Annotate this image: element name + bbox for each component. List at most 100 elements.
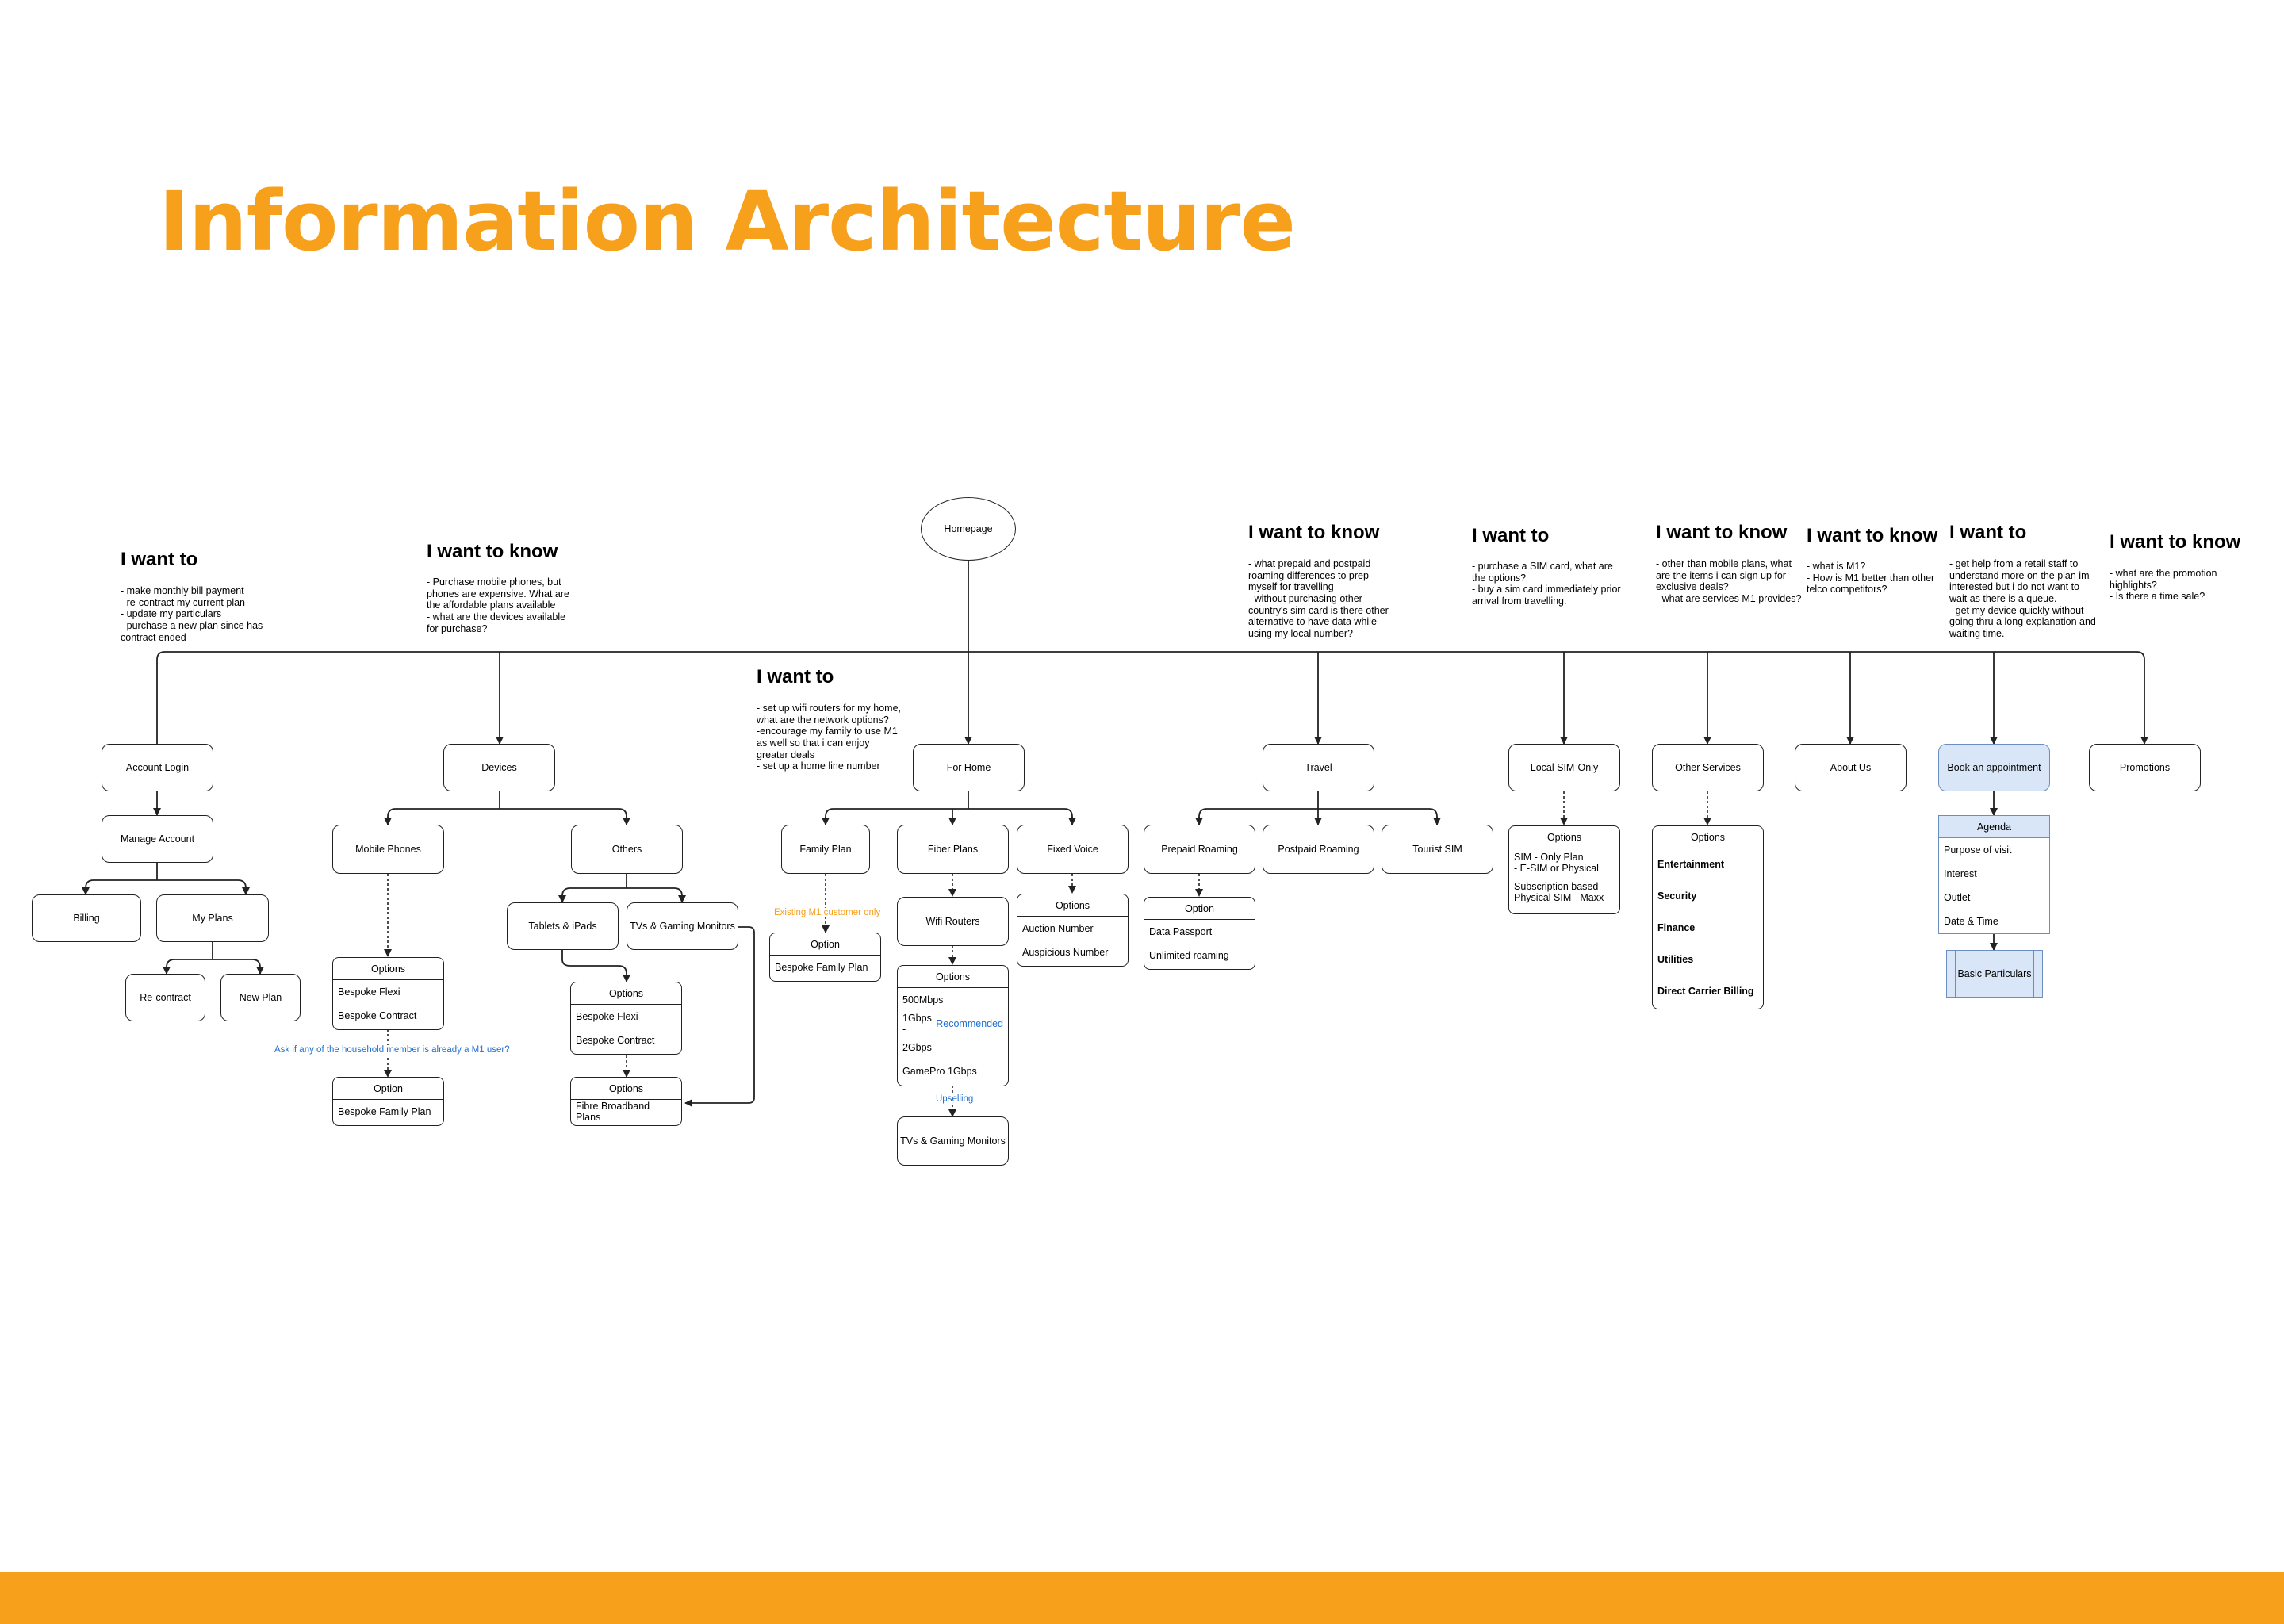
list-item: SIM - Only Plan - E-SIM or Physical — [1514, 851, 1599, 874]
list-item: Utilities — [1657, 954, 1694, 965]
list-header: Option — [1144, 898, 1255, 920]
list-sim-options: Options SIM - Only Plan - E-SIM or Physi… — [1508, 825, 1620, 914]
option-text: 1Gbps - — [902, 1013, 932, 1035]
node-promotions: Promotions — [2089, 744, 2201, 791]
recommended-tag: Recommended — [936, 1018, 1003, 1029]
node-tablets-ipads: Tablets & iPads — [507, 902, 619, 950]
list-item: Finance — [1657, 922, 1696, 933]
list-item: Purpose of visit — [1944, 845, 2012, 856]
list-item: Bespoke Family Plan — [775, 962, 868, 973]
goal-text-about: - what is M1? - How is M1 better than ot… — [1807, 561, 1935, 596]
node-mobile-phones: Mobile Phones — [332, 825, 444, 874]
label-existing-customer: Existing M1 customer only — [774, 908, 881, 917]
node-other-services: Other Services — [1652, 744, 1764, 791]
node-basic-particulars: Basic Particulars — [1946, 950, 2043, 998]
list-item: Fibre Broadband Plans — [576, 1101, 650, 1123]
node-fixed-voice: Fixed Voice — [1017, 825, 1129, 874]
list-agenda: Agenda Purpose of visit Interest Outlet … — [1938, 815, 2050, 934]
list-fibre-options: Options Fibre Broadband Plans — [570, 1077, 682, 1126]
footer-bar — [0, 1572, 2284, 1624]
list-header: Options — [1653, 826, 1763, 848]
list-mobile-options: Options Bespoke Flexi Bespoke Contract — [332, 957, 444, 1030]
goal-heading-devices: I want to know — [427, 541, 558, 562]
list-header: Options — [1509, 826, 1619, 848]
goal-heading-about: I want to know — [1807, 525, 1938, 546]
node-billing: Billing — [32, 894, 141, 942]
list-item: 2Gbps — [902, 1042, 932, 1053]
node-new-plan: New Plan — [220, 974, 301, 1021]
goal-text-account: - make monthly bill payment - re-contrac… — [121, 585, 263, 643]
goal-heading-promotions: I want to know — [2110, 531, 2241, 553]
list-services-options: Options Entertainment Security Finance U… — [1652, 825, 1764, 1009]
node-prepaid-roaming: Prepaid Roaming — [1144, 825, 1255, 874]
node-fiber-plans: Fiber Plans — [897, 825, 1009, 874]
list-item: Auspicious Number — [1022, 947, 1109, 958]
goal-text-promotions: - what are the promotion highlights? - I… — [2110, 568, 2217, 603]
list-tablet-options: Options Bespoke Flexi Bespoke Contract — [570, 982, 682, 1055]
goal-heading-home: I want to — [757, 666, 834, 688]
node-tourist-sim: Tourist SIM — [1382, 825, 1493, 874]
node-tvs-gaming: TVs & Gaming Monitors — [627, 902, 738, 950]
goal-heading-travel: I want to know — [1248, 522, 1380, 543]
node-tvs-gaming-2: TVs & Gaming Monitors — [897, 1116, 1009, 1166]
list-header: Option — [333, 1078, 443, 1100]
list-item: Data Passport — [1149, 926, 1213, 937]
list-voice-options: Options Auction Number Auspicious Number — [1017, 894, 1129, 967]
list-header: Options — [333, 958, 443, 980]
list-header: Options — [898, 966, 1008, 988]
node-account-login: Account Login — [102, 744, 213, 791]
list-header: Option — [770, 933, 880, 956]
goal-heading-appointment: I want to — [1949, 522, 2027, 543]
list-header: Options — [571, 982, 681, 1005]
list-item: Bespoke Family Plan — [338, 1106, 431, 1117]
page-title: Information Architecture — [159, 173, 1296, 270]
node-family-plan: Family Plan — [781, 825, 870, 874]
goal-text-devices: - Purchase mobile phones, but phones are… — [427, 576, 569, 634]
list-item: Auction Number — [1022, 923, 1094, 934]
label-upselling: Upselling — [936, 1094, 974, 1104]
cell-label: Basic Particulars — [1957, 968, 2032, 979]
goal-heading-account: I want to — [121, 549, 198, 570]
list-item: Outlet — [1944, 892, 1971, 903]
node-for-home: For Home — [913, 744, 1025, 791]
list-item: Date & Time — [1944, 916, 1998, 927]
list-header: Options — [1017, 894, 1128, 917]
list-item: Security — [1657, 891, 1697, 902]
node-book-appointment: Book an appointment — [1938, 744, 2050, 791]
list-item: Direct Carrier Billing — [1657, 986, 1754, 997]
list-item: GamePro 1Gbps — [902, 1066, 977, 1077]
node-postpaid-roaming: Postpaid Roaming — [1263, 825, 1374, 874]
list-item: Bespoke Flexi — [576, 1011, 638, 1022]
node-travel: Travel — [1263, 744, 1374, 791]
node-about-us: About Us — [1795, 744, 1907, 791]
list-roaming-option: Option Data Passport Unlimited roaming — [1144, 897, 1255, 970]
node-manage-account: Manage Account — [102, 815, 213, 863]
goal-heading-services: I want to know — [1656, 522, 1788, 543]
list-item: Bespoke Flexi — [338, 986, 400, 998]
list-item: Bespoke Contract — [576, 1035, 655, 1046]
list-item: Subscription based Physical SIM - Maxx — [1514, 880, 1604, 903]
list-family-option: Option Bespoke Family Plan — [769, 933, 881, 982]
list-fiber-options: Options 500Mbps 1Gbps - Recommended 2Gbp… — [897, 965, 1009, 1086]
goal-heading-sim: I want to — [1472, 525, 1550, 546]
goal-text-travel: - what prepaid and postpaid roaming diff… — [1248, 558, 1389, 639]
list-item: 1Gbps - Recommended — [898, 1012, 1008, 1036]
list-mobile-option: Option Bespoke Family Plan — [332, 1077, 444, 1126]
homepage-node: Homepage — [921, 497, 1016, 561]
list-header: Agenda — [1939, 816, 2049, 838]
list-item: Bespoke Contract — [338, 1010, 417, 1021]
goal-text-home: - set up wifi routers for my home, what … — [757, 703, 902, 772]
list-item: Entertainment — [1657, 859, 1725, 870]
node-devices: Devices — [443, 744, 555, 791]
node-wifi-routers: Wifi Routers — [897, 897, 1009, 946]
node-local-sim: Local SIM-Only — [1508, 744, 1620, 791]
list-item: Interest — [1944, 868, 1977, 879]
node-my-plans: My Plans — [156, 894, 269, 942]
node-others: Others — [571, 825, 683, 874]
goal-text-appointment: - get help from a retail staff to unders… — [1949, 558, 2096, 639]
list-item: 500Mbps — [902, 994, 944, 1005]
list-item: Unlimited roaming — [1149, 950, 1229, 961]
list-header: Options — [571, 1078, 681, 1100]
goal-text-sim: - purchase a SIM card, what are the opti… — [1472, 561, 1621, 607]
